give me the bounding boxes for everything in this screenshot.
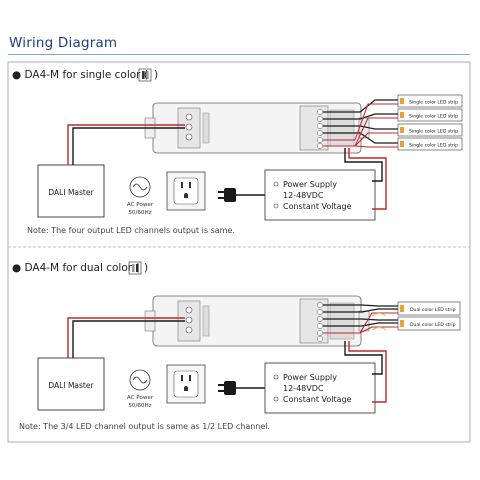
led-strip: Dual color LED strip [397, 316, 461, 331]
psu-voltage: 12-48VDC [283, 191, 324, 200]
power-plug [224, 188, 236, 202]
led-strip: Single color LED strip [397, 108, 463, 122]
strip-wiring [323, 304, 398, 334]
section-note-single: Note: The four output LED channels outpu… [27, 226, 235, 235]
ac-freq-label: 50/60Hz [128, 210, 151, 216]
psu-wire-black [344, 148, 383, 182]
strip-label: Dual color LED strip [410, 307, 456, 313]
strip-diodes [400, 305, 404, 327]
dali-wire-red [67, 317, 185, 358]
psu-label: Power Supply [283, 180, 337, 189]
psu-type: Constant Voltage [283, 202, 352, 211]
strip-label: Single color LED strip [409, 114, 458, 120]
section-heading-dual: ● DA4-M for dual color ( [12, 262, 140, 274]
page-title: Wiring Diagram [9, 35, 118, 51]
title-divider [8, 54, 470, 55]
dali-wire-black [72, 127, 185, 165]
power-plug [224, 381, 236, 395]
psu-wire-black [344, 341, 383, 375]
strip-diodes [400, 98, 404, 147]
led-strip: Single color LED strip [397, 94, 463, 108]
dali-master-box [37, 357, 105, 411]
section-note-dual: Note: The 3/4 LED channel output is same… [19, 422, 271, 431]
strip-wiring [323, 99, 398, 148]
section-heading-close: ) [144, 262, 149, 274]
ac-power-label: AC Power [127, 202, 154, 208]
strip-label: Single color LED strip [409, 129, 458, 135]
strip-label: Single color LED strip [409, 100, 458, 106]
psu-wire-red [348, 341, 387, 403]
power-supply-box [264, 169, 376, 221]
section-dual-color: DALI Master AC Power 50/60Hz Power Suppl… [37, 261, 461, 414]
led-strip: Single color LED strip [397, 137, 463, 151]
psu-label: Power Supply [283, 373, 337, 382]
dali-master-box [37, 164, 105, 218]
section-single-color: DALI Master AC Power 50/60Hz Power Suppl… [37, 68, 463, 221]
ac-power-label: AC Power [127, 395, 154, 401]
power-supply-box [264, 362, 376, 414]
psu-wire-red [348, 148, 387, 210]
section-heading-text: DA4-M for single color ( [24, 69, 148, 81]
psu-type: Constant Voltage [283, 395, 352, 404]
dali-master-label: DALI Master [48, 188, 94, 197]
strip-label: Single color LED strip [409, 143, 458, 149]
dali-master-label: DALI Master [48, 381, 94, 390]
section-heading-text: DA4-M for dual color ( [24, 262, 140, 274]
dali-wire-black [72, 320, 185, 358]
ac-freq-label: 50/60Hz [128, 403, 151, 409]
psu-voltage: 12-48VDC [283, 384, 324, 393]
section-heading-single: ● DA4-M for single color ( [12, 69, 148, 81]
section-heading-close: ) [154, 69, 159, 81]
dali-wire-red [67, 124, 185, 165]
diagram-frame [7, 61, 471, 443]
led-strip: Single color LED strip [397, 123, 463, 137]
strip-label: Dual color LED strip [410, 322, 456, 328]
led-strip: Dual color LED strip [397, 301, 461, 316]
